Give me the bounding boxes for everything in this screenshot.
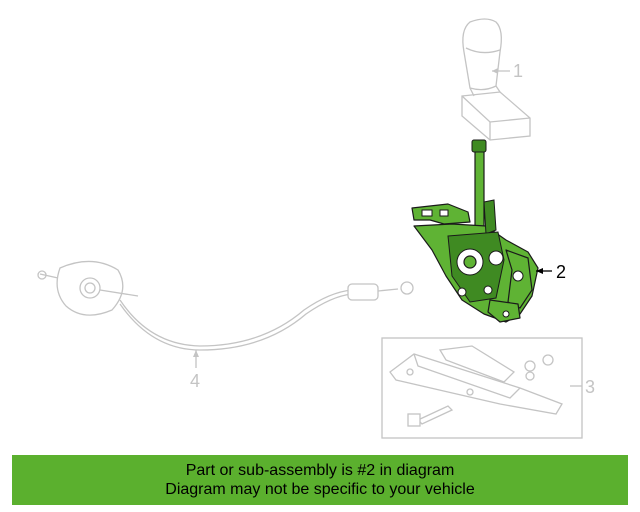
callout-4: 4 <box>190 350 200 391</box>
bracket-hardware-part[interactable] <box>381 337 583 439</box>
shifter-assembly-part[interactable] <box>411 139 539 323</box>
callout-2: 2 <box>536 262 566 282</box>
callout-3-number: 3 <box>585 377 595 397</box>
banner-line-2: Diagram may not be specific to your vehi… <box>165 481 475 498</box>
callout-1: 1 <box>492 61 523 81</box>
callout-3: 3 <box>570 377 595 397</box>
shift-cable-part[interactable] <box>37 260 414 351</box>
banner-line-1: Part or sub-assembly is #2 in diagram <box>185 462 455 479</box>
callout-2-number: 2 <box>556 262 566 282</box>
callout-4-number: 4 <box>190 371 200 391</box>
shift-knob-part[interactable] <box>461 18 531 141</box>
info-banner: Part or sub-assembly is #2 in diagram Di… <box>12 455 628 505</box>
parts-diagram: 1 2 <box>37 18 595 439</box>
callout-1-number: 1 <box>513 61 523 81</box>
